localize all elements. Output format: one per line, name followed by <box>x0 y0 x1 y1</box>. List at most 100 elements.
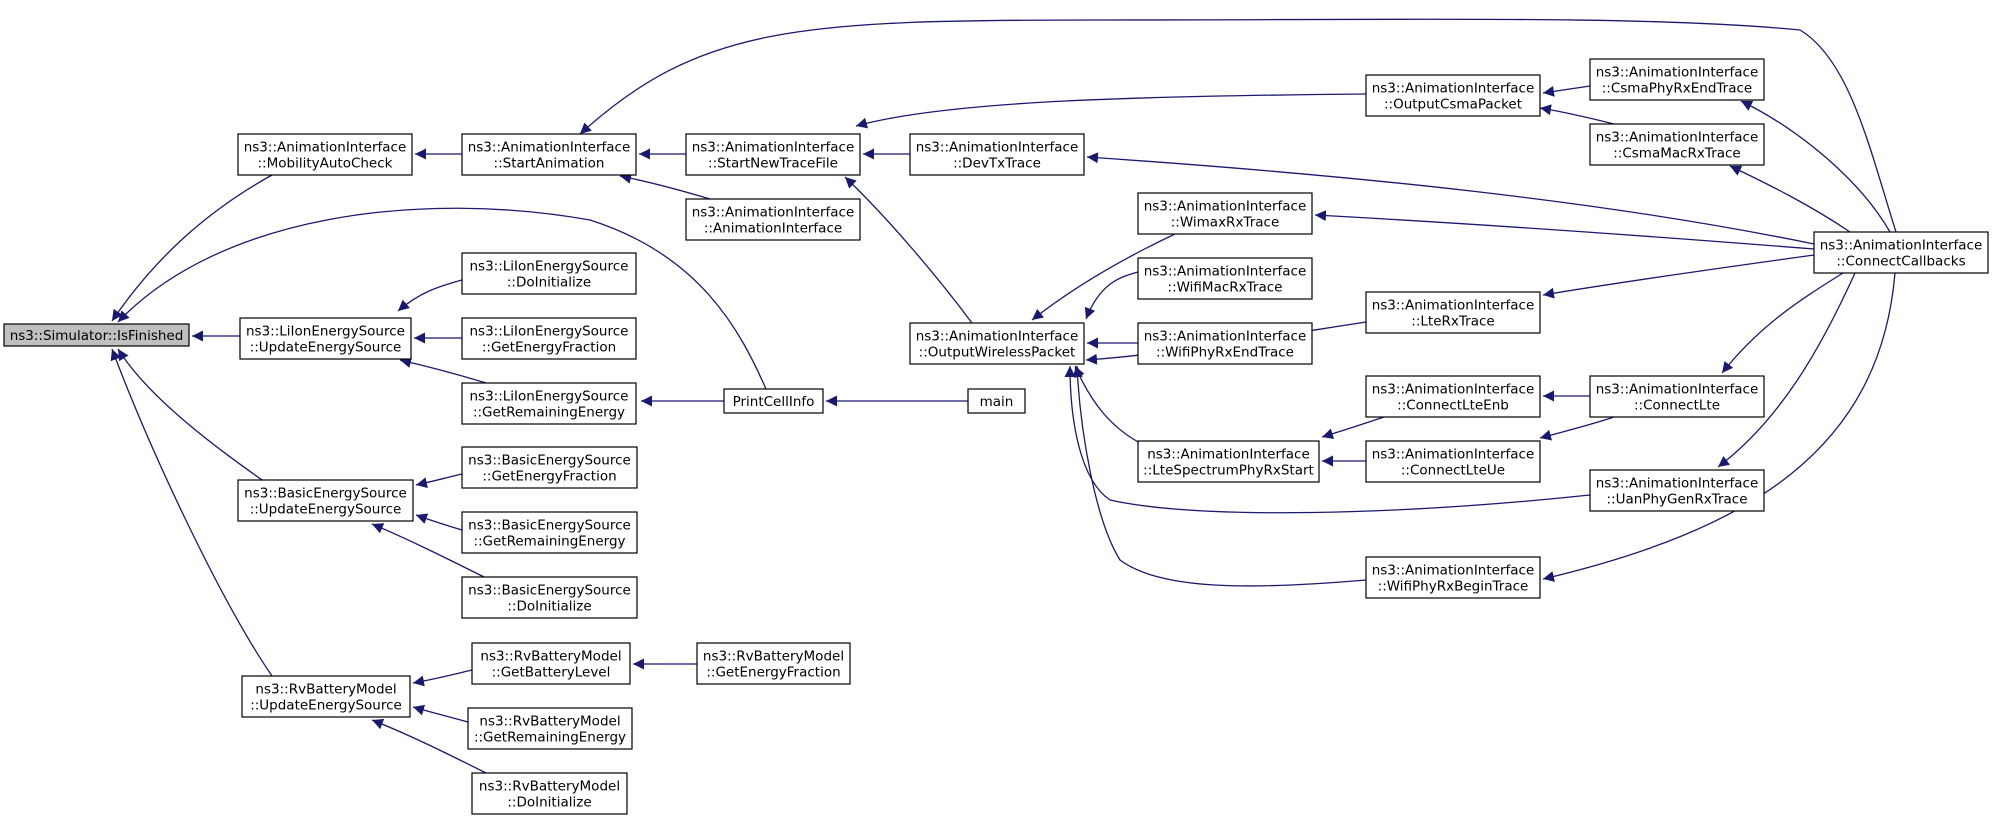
node-box <box>1137 322 1313 365</box>
node-label: ::WifiPhyRxEndTrace <box>1156 345 1294 361</box>
node-label: ::WifiPhyRxBeginTrace <box>1378 579 1529 595</box>
node-wireless[interactable]: ns3::AnimationInterface::OutputWirelessP… <box>909 322 1085 365</box>
node-main[interactable]: main <box>967 388 1026 414</box>
node-label: ::OutputWirelessPacket <box>919 345 1076 361</box>
edges <box>110 18 1897 774</box>
node-rvinit[interactable]: ns3::RvBatteryModel::DoInitialize <box>471 772 628 815</box>
node-label: ns3::AnimationInterface <box>468 140 631 156</box>
edge-rvupdate-to-isfinished <box>110 348 273 677</box>
node-wifiphyend[interactable]: ns3::AnimationInterface::WifiPhyRxEndTra… <box>1137 322 1313 365</box>
node-label: ns3::AnimationInterface <box>916 140 1079 156</box>
node-box <box>241 675 411 718</box>
edge-mobility-to-isfinished <box>111 174 273 322</box>
node-lifrac[interactable]: ns3::LiIonEnergySource::GetEnergyFractio… <box>461 317 637 360</box>
node-box <box>461 252 637 295</box>
node-label: ::UanPhyGenRxTrace <box>1607 492 1748 508</box>
node-rvrem[interactable]: ns3::RvBatteryModel::GetRemainingEnergy <box>467 707 633 750</box>
node-liupdate[interactable]: ns3::LiIonEnergySource::UpdateEnergySour… <box>239 317 412 360</box>
node-box <box>461 133 637 176</box>
node-box <box>461 511 638 554</box>
node-printcell[interactable]: PrintCellInfo <box>723 388 824 414</box>
node-connlte[interactable]: ns3::AnimationInterface::ConnectLte <box>1589 375 1765 418</box>
node-label: ::GetBatteryLevel <box>492 665 611 681</box>
node-rvupdate[interactable]: ns3::RvBatteryModel::UpdateEnergySource <box>241 675 411 718</box>
node-label: ns3::AnimationInterface <box>1147 447 1310 463</box>
node-rvfrac[interactable]: ns3::RvBatteryModel::GetEnergyFraction <box>696 642 851 685</box>
edge-uanphy-to-wireless <box>1064 365 1591 514</box>
node-box <box>471 642 631 685</box>
node-label: ns3::BasicEnergySource <box>468 583 631 599</box>
node-basicinit[interactable]: ns3::BasicEnergySource::DoInitialize <box>461 576 638 619</box>
node-label: ns3::AnimationInterface <box>1372 382 1535 398</box>
node-label: ::WimaxRxTrace <box>1171 215 1280 231</box>
node-csmaphy[interactable]: ns3::AnimationInterface::CsmaPhyRxEndTra… <box>1589 58 1765 101</box>
node-basicrem[interactable]: ns3::BasicEnergySource::GetRemainingEner… <box>461 511 638 554</box>
node-startnew[interactable]: ns3::AnimationInterface::StartNewTraceFi… <box>685 133 861 176</box>
node-label: ::LteRxTrace <box>1411 314 1494 330</box>
node-startanim[interactable]: ns3::AnimationInterface::StartAnimation <box>461 133 637 176</box>
edge-wifiphybegin-to-wireless <box>1072 365 1367 587</box>
node-label: ns3::RvBatteryModel <box>480 649 621 665</box>
edge-connltenb-to-ltespec <box>1321 416 1385 440</box>
edge-wifimac-to-wireless <box>1084 271 1139 320</box>
node-box <box>685 198 861 241</box>
edge-basicrem-to-basicupdate <box>415 513 463 531</box>
node-csmamac[interactable]: ns3::AnimationInterface::CsmaMacRxTrace <box>1589 123 1765 166</box>
node-devtx[interactable]: ns3::AnimationInterface::DevTxTrace <box>909 133 1085 176</box>
node-basicfrac[interactable]: ns3::BasicEnergySource::GetEnergyFractio… <box>461 446 638 489</box>
node-mobility[interactable]: ns3::AnimationInterface::MobilityAutoChe… <box>237 133 413 176</box>
node-rvlevel[interactable]: ns3::RvBatteryModel::GetBatteryLevel <box>471 642 631 685</box>
node-box <box>461 317 637 360</box>
node-label: ::DoInitialize <box>507 795 591 811</box>
node-label: ns3::AnimationInterface <box>1372 298 1535 314</box>
node-label: ns3::BasicEnergySource <box>468 453 631 469</box>
edge-rvinit-to-rvupdate <box>371 718 487 774</box>
node-connlteue[interactable]: ns3::AnimationInterface::ConnectLteUe <box>1365 440 1541 483</box>
node-ltespec[interactable]: ns3::AnimationInterface::LteSpectrumPhyR… <box>1137 440 1320 483</box>
edge-connectcb-to-csmamac <box>1729 165 1851 233</box>
node-aictor[interactable]: ns3::AnimationInterface::AnimationInterf… <box>685 198 861 241</box>
node-basicupdate[interactable]: ns3::BasicEnergySource::UpdateEnergySour… <box>237 479 414 522</box>
node-label: ::DoInitialize <box>507 599 591 615</box>
node-isfinished[interactable]: ns3::Simulator::IsFinished <box>3 323 190 347</box>
node-wifiphybegin[interactable]: ns3::AnimationInterface::WifiPhyRxBeginT… <box>1365 556 1541 599</box>
node-label: ns3::BasicEnergySource <box>244 486 407 502</box>
edge-basicinit-to-basicupdate <box>371 523 485 578</box>
node-label: ns3::AnimationInterface <box>692 205 855 221</box>
node-wimax[interactable]: ns3::AnimationInterface::WimaxRxTrace <box>1137 192 1313 235</box>
edge-connlte-to-connlteue <box>1539 416 1615 441</box>
node-label: ns3::LiIonEnergySource <box>470 389 629 405</box>
node-box <box>1589 123 1765 166</box>
node-csmapkt[interactable]: ns3::AnimationInterface::OutputCsmaPacke… <box>1365 74 1541 117</box>
node-label: ::StartAnimation <box>494 156 605 172</box>
node-box <box>1365 556 1541 599</box>
node-label: ns3::AnimationInterface <box>916 329 1079 345</box>
node-box <box>1589 375 1765 418</box>
node-connectcb[interactable]: ns3::AnimationInterface::ConnectCallback… <box>1813 231 1989 274</box>
edge-rvlevel-to-rvupdate <box>412 669 473 687</box>
node-label: ns3::AnimationInterface <box>1596 382 1759 398</box>
node-lirem[interactable]: ns3::LiIonEnergySource::GetRemainingEner… <box>461 382 637 425</box>
node-box <box>723 388 824 414</box>
node-box <box>467 707 633 750</box>
node-label: main <box>980 394 1014 410</box>
node-label: ::DoInitialize <box>507 275 591 291</box>
node-label: ::ConnectCallbacks <box>1836 254 1965 270</box>
node-liinit[interactable]: ns3::LiIonEnergySource::DoInitialize <box>461 252 637 295</box>
edge-ltespec-to-wireless <box>1074 365 1151 449</box>
node-wifimac[interactable]: ns3::AnimationInterface::WifiMacRxTrace <box>1137 257 1313 300</box>
edge-connectcb-to-lterx <box>1542 254 1815 299</box>
node-label: ns3::RvBatteryModel <box>479 779 620 795</box>
node-label: ::OutputCsmaPacket <box>1384 97 1522 113</box>
node-label: ::AnimationInterface <box>704 221 842 237</box>
node-label: ns3::AnimationInterface <box>1144 264 1307 280</box>
node-label: ::GetRemainingEnergy <box>473 405 625 421</box>
node-connltenb[interactable]: ns3::AnimationInterface::ConnectLteEnb <box>1365 375 1541 418</box>
node-lterx[interactable]: ns3::AnimationInterface::LteRxTrace <box>1365 291 1541 334</box>
node-box <box>461 446 638 489</box>
node-label: ::GetEnergyFraction <box>482 340 616 356</box>
node-box <box>471 772 628 815</box>
node-label: ns3::BasicEnergySource <box>468 518 631 534</box>
edge-wireless-to-startnew <box>844 176 973 324</box>
node-uanphy[interactable]: ns3::AnimationInterface::UanPhyGenRxTrac… <box>1589 469 1765 512</box>
